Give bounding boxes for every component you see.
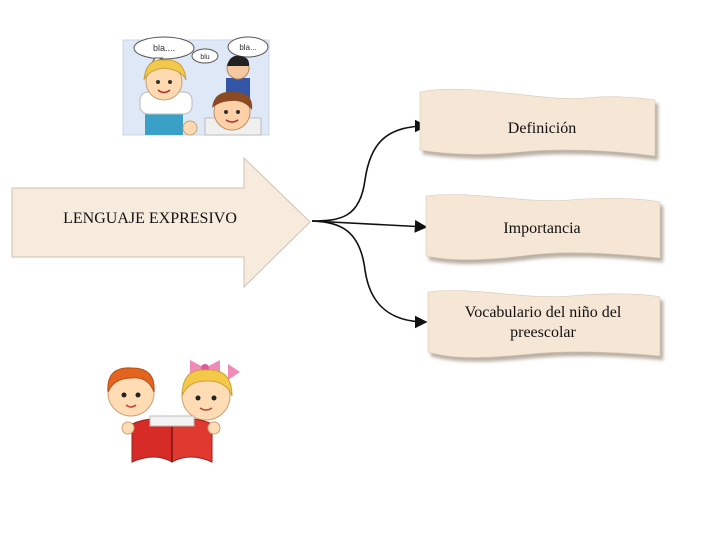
speech-bubble-middle: blu [191, 48, 219, 64]
main-arrow-label: LENGUAJE EXPRESIVO [63, 210, 237, 227]
connector-to-importancia [311, 220, 428, 233]
speech-text-left: bla.... [153, 43, 175, 53]
boy-reader-figure [107, 367, 155, 417]
red-book-icon [131, 415, 213, 463]
topic-label-vocabulario: Vocabulario del niño del preescolar [464, 304, 622, 341]
speech-bubble-left: bla.... [133, 36, 195, 67]
blonde-child-figure [139, 59, 193, 135]
illustration-background [122, 39, 270, 136]
topic-label-importancia: Importancia [503, 220, 581, 237]
speech-text-right: bla... [239, 43, 256, 52]
speech-text-middle: blu [200, 54, 209, 61]
girl-reader-figure [181, 369, 233, 421]
connector-to-vocabulario [311, 220, 428, 329]
speech-bubble-right: bla... [227, 36, 269, 58]
reading-children-illustration [107, 360, 240, 463]
connector-lines [311, 119, 428, 329]
connector-to-definicion [311, 119, 428, 222]
small-boy-figure [226, 55, 250, 98]
hand-right [207, 421, 221, 435]
talking-children-illustration: bla.... bla... blu [122, 36, 270, 136]
topic-label-definicion: Definición [507, 120, 577, 137]
pink-bow [190, 360, 240, 380]
hand-left [121, 421, 135, 435]
brown-haired-boy-figure [182, 91, 262, 136]
